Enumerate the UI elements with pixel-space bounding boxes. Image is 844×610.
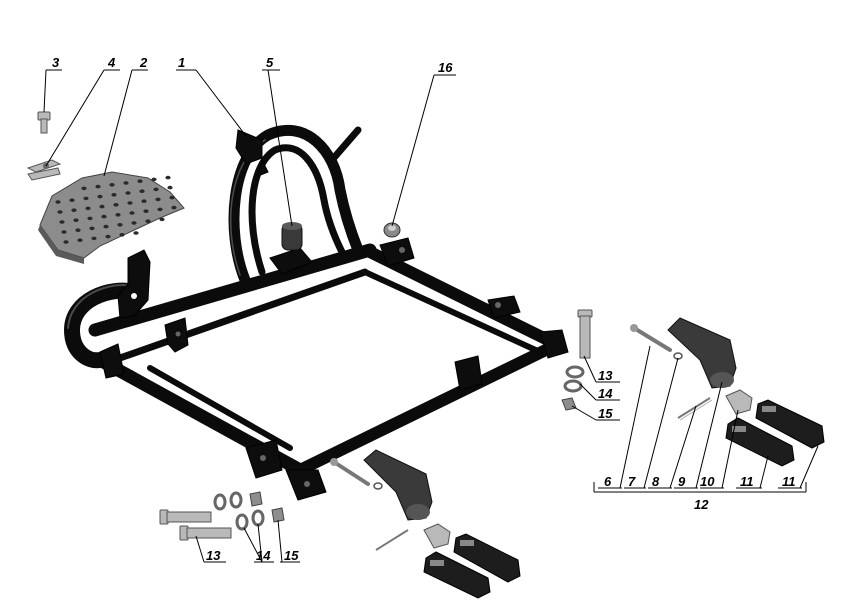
plate-hole <box>165 175 171 180</box>
callout-c6: 6 <box>604 474 612 489</box>
callout-c14l: 14 <box>256 548 271 563</box>
callout-c15l: 15 <box>284 548 299 563</box>
plate-hole <box>129 211 135 215</box>
plate-hole <box>75 228 81 232</box>
plate-hole <box>131 221 137 225</box>
plate-hole <box>123 181 129 185</box>
plate-hole <box>63 240 69 244</box>
callout-c14r: 14 <box>598 386 613 401</box>
plate-hole <box>89 226 95 231</box>
callout-c2: 2 <box>139 55 148 70</box>
plate-hole <box>117 223 123 227</box>
plate-hole <box>115 213 121 217</box>
callout-c13r: 13 <box>598 368 613 383</box>
plate-hole <box>103 224 109 229</box>
callout-c5: 5 <box>266 55 274 70</box>
grommet-part16 <box>383 222 401 238</box>
plate-hole <box>141 199 147 203</box>
callout-c1: 1 <box>178 55 185 70</box>
plate-hole <box>119 233 125 237</box>
plate-hole <box>145 219 151 223</box>
plate-hole <box>167 185 173 190</box>
callout-c11b: 11 <box>782 474 796 489</box>
frame-assembly <box>64 124 569 501</box>
clip-nut-part4 <box>26 159 62 181</box>
callout-c3: 3 <box>52 55 60 70</box>
plate-hole <box>85 206 91 211</box>
plate-hole <box>83 196 89 201</box>
plate-hole <box>169 195 175 200</box>
plate-hole <box>57 210 63 214</box>
plate-hole <box>77 238 83 242</box>
small-bolt-part3 <box>37 111 51 134</box>
callout-c15r: 15 <box>598 406 613 421</box>
plate-hole <box>171 205 177 210</box>
plate-hole <box>155 197 161 202</box>
callout-c16: 16 <box>438 60 453 75</box>
plate-hole <box>151 177 157 182</box>
plate-hole <box>55 200 61 204</box>
plate-hole <box>133 231 139 235</box>
plate-hole <box>139 189 145 193</box>
callout-c12: 12 <box>694 497 709 512</box>
plate-hole <box>69 198 75 202</box>
plate-hole <box>159 217 165 222</box>
rubber-bumper-part5 <box>281 222 303 251</box>
plate-hole <box>111 193 117 197</box>
callout-c11a: 11 <box>740 474 754 489</box>
plate-hole <box>87 216 93 221</box>
callout-c10: 10 <box>700 474 715 489</box>
callout-c4: 4 <box>107 55 116 70</box>
plate-hole <box>157 207 163 212</box>
plate-hole <box>97 194 103 199</box>
plate-hole <box>143 209 149 213</box>
plate-hole <box>101 214 107 219</box>
perforated-plate <box>38 171 185 264</box>
callout-c13l: 13 <box>206 548 221 563</box>
left-pedal-assembly <box>330 449 521 599</box>
plate-hole <box>109 183 115 187</box>
plate-hole <box>137 179 143 183</box>
plate-hole <box>73 218 79 222</box>
callout-c7: 7 <box>628 474 636 489</box>
plate-hole <box>113 203 119 207</box>
plate-hole <box>61 230 67 234</box>
left-fastener-set <box>159 491 285 541</box>
plate-hole <box>105 234 111 239</box>
plate-hole <box>71 208 77 212</box>
plate-hole <box>127 201 133 205</box>
right-pedal-assembly <box>630 317 825 467</box>
plate-hole <box>99 204 105 209</box>
leader-lines <box>43 69 819 563</box>
plate-hole <box>125 191 131 195</box>
plate-hole <box>91 236 97 241</box>
right-fastener-set <box>561 309 593 411</box>
callout-c8: 8 <box>652 474 660 489</box>
plate-hole <box>95 184 101 189</box>
plate-hole <box>59 220 65 224</box>
plate-hole <box>153 187 159 192</box>
plate-hole <box>81 186 87 191</box>
callout-c9: 9 <box>678 474 686 489</box>
